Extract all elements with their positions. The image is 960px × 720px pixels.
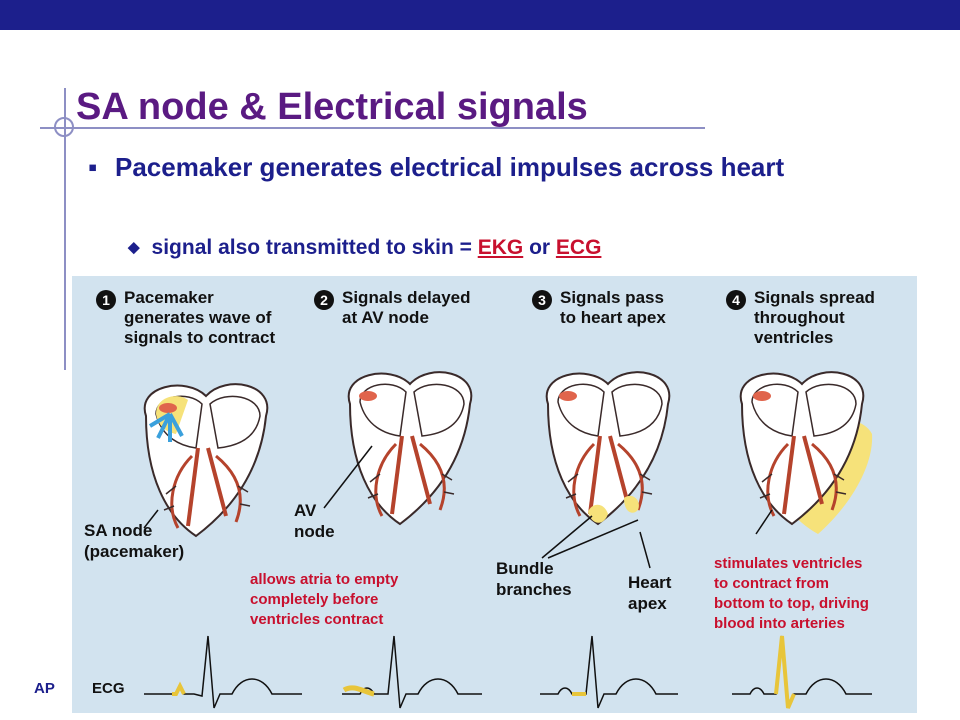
bullet-2: ◆ signal also transmitted to skin = EKG o… [128,236,601,260]
step-3-text: Signals pass to heart apex [560,288,666,327]
slide-title: SA node & Electrical signals [76,86,588,128]
heart-apex-label: Heart apex [628,573,672,613]
sa-node-label: SA node (pacemaker) [84,521,185,561]
footer-ap: AP [34,680,55,697]
square-bullet-icon: ▪ [88,152,98,182]
ecg-label: ECG [92,680,125,697]
diamond-bullet-icon: ◆ [128,239,140,256]
av-delay-note: allows atria to empty completely before … [250,571,399,628]
heart-1 [142,382,270,538]
ekg-link[interactable]: EKG [477,236,524,259]
step-3-number: 3 [532,290,552,310]
step-4-number: 4 [726,290,746,310]
heart-conduction-figure: 1 Pacemaker generates wave of signals to… [72,276,917,713]
hearts-illustration [142,370,873,709]
top-bar [0,0,960,30]
heart-3 [544,370,672,526]
decor-vertical-line [64,88,66,370]
bundle-branches-label: Bundle branches [496,559,572,599]
step-2-text: Signals delayed at AV node [342,288,471,327]
bullet-2-prefix: signal also transmitted to skin = [151,236,478,259]
ecg-link[interactable]: ECG [555,236,602,259]
step-4-text: Signals spread throughout ventricles [754,288,875,347]
heart-2 [346,370,474,526]
bullet-1-text: Pacemaker generates electrical impulses … [115,152,785,182]
step-2-number: 2 [314,290,334,310]
ecg-traces [144,635,872,709]
ventricles-note: stimulates ventricles to contract from b… [714,555,869,632]
av-node-label: AV node [294,501,335,541]
heart-4 [738,370,873,534]
decor-circle [54,117,74,137]
bullet-2-mid: or [523,236,556,259]
step-1-number: 1 [96,290,116,310]
decor-horizontal-line [40,127,705,129]
step-1-text: Pacemaker generates wave of signals to c… [124,288,276,347]
